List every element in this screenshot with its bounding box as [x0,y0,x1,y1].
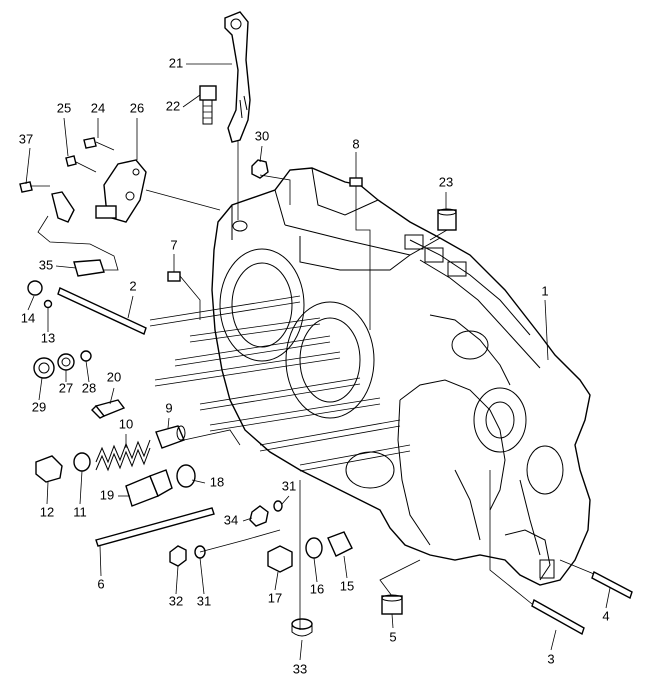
callout-23: 23 [439,174,453,189]
stud-4 [591,570,633,600]
bolt-22 [199,85,217,125]
callout-25: 25 [57,100,71,115]
plug-14 [27,280,43,296]
callout-21: 21 [169,55,183,70]
plug-17 [267,545,293,573]
nut-32 [169,545,187,567]
callout-17: 17 [268,590,282,605]
piston-20 [91,399,126,419]
callout-4: 4 [602,608,609,623]
callout-28: 28 [82,380,96,395]
ring-16 [305,537,323,559]
callout-24: 24 [91,100,105,115]
stud-6 [95,507,215,547]
ball-13 [43,299,53,309]
stud-2 [57,287,147,335]
pin-7 [167,271,181,282]
callout-34: 34 [224,512,238,527]
callout-35: 35 [39,257,53,272]
callout-5: 5 [389,629,396,644]
callout-1: 1 [541,283,548,298]
callout-6: 6 [97,576,104,591]
spring-10 [95,439,151,472]
seal-18 [176,464,196,488]
stud-3 [531,598,585,636]
callout-30: 30 [255,128,269,143]
callout-9: 9 [165,400,172,415]
plug-12 [35,455,63,483]
leader-lines [25,63,611,661]
crankcase-housing [211,167,591,586]
callout-18: 18 [210,474,224,489]
fitting-19 [125,469,173,507]
callout-29: 29 [32,399,46,414]
callout-labels: 1234567891011121314151617181920212223242… [19,55,610,676]
callout-14: 14 [21,310,35,325]
pin-8 [349,177,363,187]
washer-31-a [273,500,283,512]
callout-2: 2 [129,278,136,293]
callout-31: 31 [197,593,211,608]
callout-11: 11 [73,504,87,519]
callout-32: 32 [169,593,183,608]
callout-8: 8 [352,136,359,151]
callout-26: 26 [130,100,144,115]
sleeve-9 [155,425,186,449]
assembly-lines [145,140,595,630]
callout-13: 13 [41,330,55,345]
bracket-21 [224,11,251,143]
callout-12: 12 [40,504,54,519]
plugs-29-27-28 [33,350,92,379]
callout-37: 37 [19,131,33,146]
nut-30 [251,159,269,179]
callout-22: 22 [166,98,180,113]
callout-19: 19 [100,487,114,502]
callout-20: 20 [107,369,121,384]
case-studs [149,295,411,472]
washer-11 [73,452,91,472]
sleeve-23 [437,208,457,231]
callout-7: 7 [170,237,177,252]
sleeve-5 [381,594,403,615]
callout-33: 33 [293,661,307,676]
nut-34 [249,505,269,527]
callout-10: 10 [119,416,133,431]
callout-27: 27 [59,380,73,395]
insert-15 [327,531,353,557]
callout-31: 31 [282,478,296,493]
callout-3: 3 [547,651,554,666]
callout-16: 16 [310,581,324,596]
cap-33 [291,618,313,637]
sensor-assembly [19,137,147,277]
callout-15: 15 [340,578,354,593]
